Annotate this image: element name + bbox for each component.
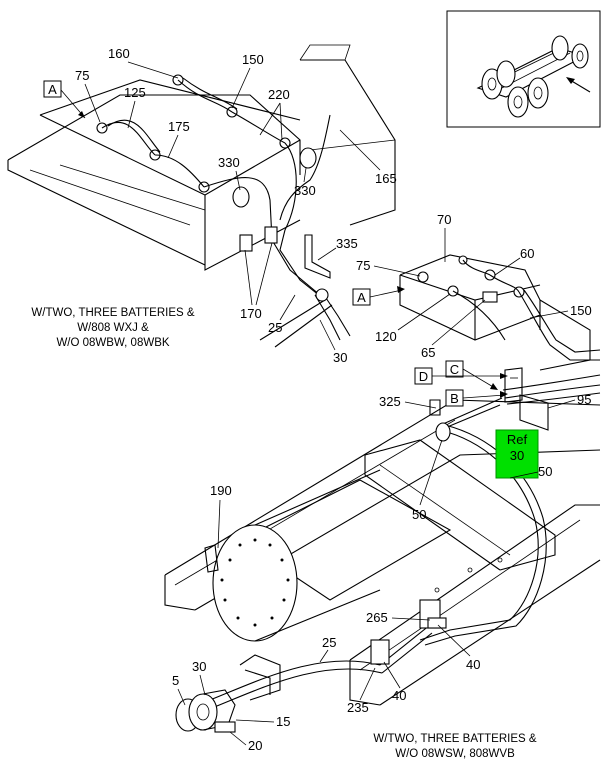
boxed-labels: A A C D B xyxy=(43,80,508,407)
callout-325: 325 xyxy=(379,394,401,409)
callout-75-upper: 75 xyxy=(75,68,89,83)
callout-335: 335 xyxy=(336,236,358,251)
cable-runs xyxy=(209,397,547,709)
note-upper-line2: W/808 WXJ & xyxy=(77,322,149,334)
callout-65: 65 xyxy=(421,345,435,360)
callout-70: 70 xyxy=(437,212,451,227)
boxed-label-b: B xyxy=(450,391,459,406)
locator-inset xyxy=(446,10,601,128)
callout-25-lower: 25 xyxy=(322,635,336,650)
callout-75-lower: 75 xyxy=(356,258,370,273)
ref-tag-line2: 30 xyxy=(510,448,524,463)
note-upper-line1: W/TWO, THREE BATTERIES & xyxy=(31,307,194,319)
note-upper-line3: W/O 08WBW, 08WBK xyxy=(56,337,169,349)
callout-15: 15 xyxy=(276,714,290,729)
upper-battery-box xyxy=(7,44,396,348)
callout-5: 5 xyxy=(172,673,179,688)
boxed-label-a-lower: A xyxy=(357,290,366,305)
callout-50-left: 50 xyxy=(412,507,426,522)
note-lower-line1: W/TWO, THREE BATTERIES & xyxy=(373,733,536,745)
callout-40-left: 40 xyxy=(392,688,406,703)
callout-165: 165 xyxy=(375,171,397,186)
callout-150-lower: 150 xyxy=(570,303,592,318)
callout-160: 160 xyxy=(108,46,130,61)
boxed-label-c: C xyxy=(450,362,459,377)
callout-50-right: 50 xyxy=(538,464,552,479)
callout-25-upper: 25 xyxy=(268,320,282,335)
boxed-label-a-upper: A xyxy=(48,82,57,97)
callout-30-lower: 30 xyxy=(192,659,206,674)
application-notes: W/TWO, THREE BATTERIES & W/808 WXJ & W/O… xyxy=(31,307,536,760)
callouts: 75 160 150 125 175 220 330 330 165 335 1… xyxy=(75,46,592,753)
fuel-tank xyxy=(204,469,452,642)
lower-battery-box xyxy=(399,254,601,431)
note-lower-line2: W/O 08WSW, 808WVB xyxy=(395,748,515,760)
callout-40-right: 40 xyxy=(466,657,480,672)
starter-motor xyxy=(175,654,281,733)
callout-235: 235 xyxy=(347,700,369,715)
callout-265: 265 xyxy=(366,610,388,625)
callout-170: 170 xyxy=(240,306,262,321)
callout-150-upper: 150 xyxy=(242,52,264,67)
boxed-label-d: D xyxy=(419,369,428,384)
callout-175: 175 xyxy=(168,119,190,134)
callout-20: 20 xyxy=(248,738,262,753)
ref-30-tag[interactable]: Ref 30 xyxy=(495,429,539,479)
callout-95: 95 xyxy=(577,392,591,407)
callout-330-right: 330 xyxy=(294,183,316,198)
callout-330-left: 330 xyxy=(218,155,240,170)
callout-120: 120 xyxy=(375,329,397,344)
callout-60: 60 xyxy=(520,246,534,261)
callout-190: 190 xyxy=(210,483,232,498)
callout-125: 125 xyxy=(124,85,146,100)
callout-30-upper: 30 xyxy=(333,350,347,365)
ref-tag-line1: Ref xyxy=(507,432,528,447)
callout-220: 220 xyxy=(268,87,290,102)
